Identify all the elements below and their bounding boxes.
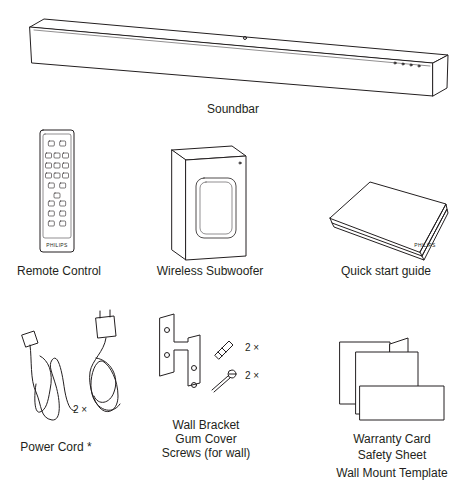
power-cord-drawing [22,310,120,420]
soundbar-drawing-part [244,37,247,40]
documents-drawing [340,338,444,420]
part-name: Quick start guide [341,264,431,278]
remote-button [60,201,66,206]
part-name: Warranty Card [353,432,431,446]
remote-drawing [40,130,74,252]
soundbar-drawing-part [433,55,448,96]
quantity-label: 2 × [245,370,259,382]
part-name: Soundbar [207,102,259,116]
power-cord-drawing-part [110,310,111,317]
subwoofer-drawing-part [239,162,241,164]
wall-bracket-drawing [160,314,236,392]
subwoofer-drawing-part [200,182,232,234]
soundbar-drawing-part [394,62,396,64]
wall-bracket-drawing-part [222,348,226,352]
remote-button [63,163,69,168]
quantity-label: 2 × [245,342,259,354]
power-cord-drawing-part [94,358,116,402]
remote-button [48,183,54,188]
soundbar-drawing-part [402,63,404,65]
remote-button [60,183,66,188]
part-name: Wall Mount Template [336,466,447,480]
power-cord-drawing-part [100,311,101,318]
subwoofer-drawing [172,146,246,260]
remote-button [48,201,54,206]
remote-drawing-part [40,130,74,252]
remote-button [60,141,66,146]
guide-drawing-part [330,218,422,256]
remote-drawing-part [46,141,69,226]
remote-button [54,153,60,158]
power-cord-drawing-part [96,316,116,338]
remote-button [60,211,66,216]
part-name: Screws (for wall) [162,446,251,460]
part-name: Gum Cover [175,432,236,446]
brand-mark: PHILIPS [46,242,67,248]
remote-button [48,221,54,226]
power-cord-drawing-part [30,345,76,420]
wall-bracket-drawing-part [160,314,200,386]
wall-bracket-drawing-part [192,383,197,388]
brand-mark: PHILIPS [414,242,435,248]
wall-bracket-drawing-part [218,352,222,356]
documents-drawing-part [360,386,444,420]
part-name: Remote Control [17,264,101,278]
guide-drawing-part [332,223,424,260]
wall-bracket-drawing-part [229,374,235,375]
remote-button [60,221,66,226]
power-cord-drawing-part [90,338,120,412]
soundbar-drawing [30,19,448,96]
wall-bracket-drawing-part [212,376,228,390]
power-cord-drawing-part [35,356,51,412]
remote-button [48,211,54,216]
guide-drawing-part [420,204,447,256]
wall-bracket-drawing-part [165,328,170,333]
part-name: Wireless Subwoofer [157,264,264,278]
remote-button [63,173,69,178]
subwoofer-drawing-part [196,178,236,238]
wall-bracket-drawing-part [192,366,197,371]
soundbar-drawing-part [410,64,412,66]
wall-bracket-drawing-part [228,370,236,378]
guide-drawing-part [330,182,446,252]
subwoofer-drawing-part [186,156,246,260]
guide-drawing [330,182,448,260]
part-name: Power Cord * [20,440,91,454]
wall-bracket-drawing-part [214,378,230,392]
soundbar-drawing-part [34,30,430,66]
remote-drawing-part [43,134,71,238]
remote-button [46,153,52,158]
remote-button [48,141,54,146]
remote-button [46,163,52,168]
remote-button [54,173,60,178]
remote-button [63,153,69,158]
wall-bracket-drawing-part [215,341,233,359]
subwoofer-drawing-part [172,150,186,260]
soundbar-drawing-part [418,65,420,67]
wall-bracket-drawing-part [165,353,170,358]
remote-button [54,163,60,168]
quantity-label: 2 × [73,404,87,416]
soundbar-drawing-part [30,27,433,96]
remote-button [54,193,60,198]
remote-button [46,173,52,178]
part-name: Safety Sheet [358,448,427,462]
part-name: Wall Bracket [173,418,240,432]
guide-drawing-part [422,209,448,260]
